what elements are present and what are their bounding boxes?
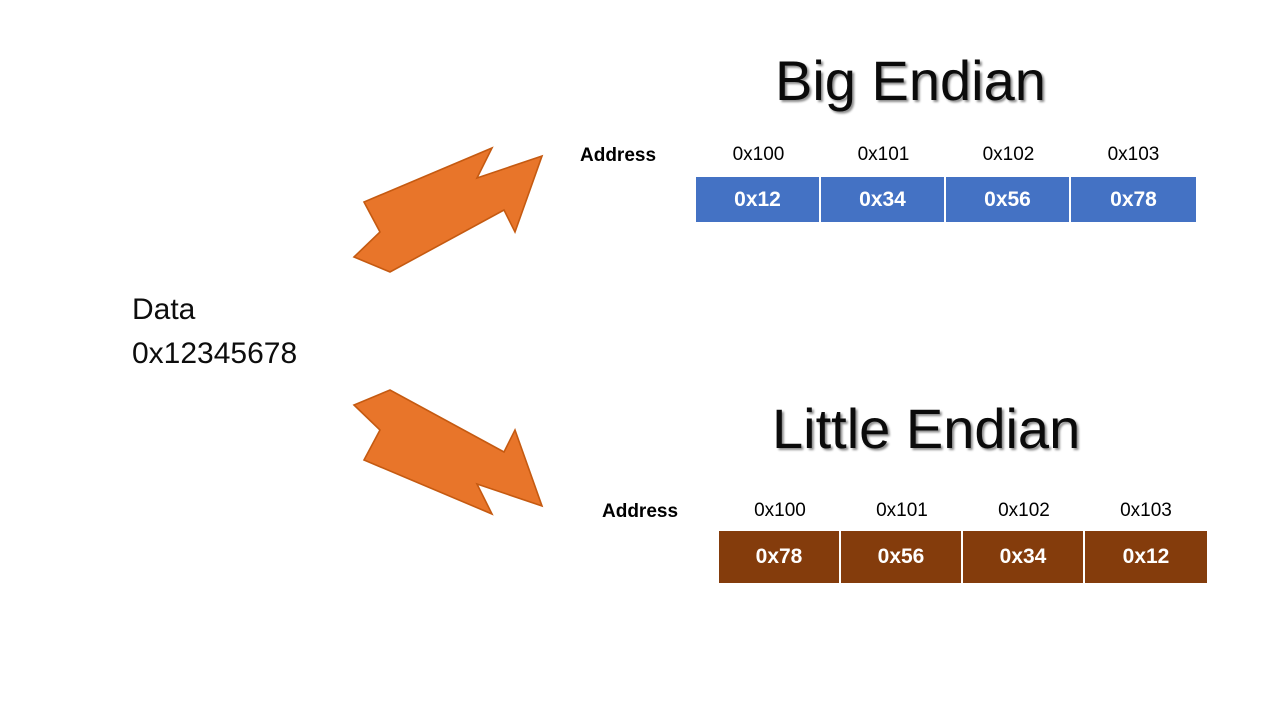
big-endian-title: Big Endian xyxy=(775,49,1046,112)
big-endian-byte-table: 0x12 0x34 0x56 0x78 xyxy=(696,177,1196,222)
data-label-block: Data 0x12345678 xyxy=(132,288,297,376)
little-endian-byte-table: 0x78 0x56 0x34 0x12 xyxy=(719,531,1207,583)
arrow-down-right-icon xyxy=(352,389,544,516)
little-endian-address-3: 0x103 xyxy=(1120,500,1172,521)
big-endian-address-0: 0x100 xyxy=(732,144,785,165)
big-endian-byte-1: 0x34 xyxy=(821,177,946,222)
little-endian-address-0: 0x100 xyxy=(754,500,806,521)
little-endian-byte-3: 0x12 xyxy=(1085,531,1207,583)
little-endian-title: Little Endian xyxy=(772,397,1081,460)
big-endian-address-3: 0x103 xyxy=(1107,144,1160,165)
big-endian-address-label: Address xyxy=(580,145,657,166)
little-endian-byte-1: 0x56 xyxy=(841,531,963,583)
big-endian-address-1: 0x101 xyxy=(857,144,910,165)
arrow-up-right-icon xyxy=(352,146,544,273)
data-label: Data xyxy=(132,293,196,326)
big-endian-address-2: 0x102 xyxy=(982,144,1035,165)
little-endian-address-row: 0x100 0x101 0x102 0x103 xyxy=(719,500,1207,522)
little-endian-byte-2: 0x34 xyxy=(963,531,1085,583)
little-endian-address-1: 0x101 xyxy=(876,500,928,521)
little-endian-address-2: 0x102 xyxy=(998,500,1050,521)
data-value: 0x12345678 xyxy=(132,337,298,370)
big-endian-byte-3: 0x78 xyxy=(1071,177,1196,222)
big-endian-address-row: 0x100 0x101 0x102 0x103 xyxy=(696,144,1196,166)
little-endian-byte-0: 0x78 xyxy=(719,531,841,583)
little-endian-address-label: Address xyxy=(602,501,679,522)
big-endian-byte-2: 0x56 xyxy=(946,177,1071,222)
big-endian-byte-0: 0x12 xyxy=(696,177,821,222)
